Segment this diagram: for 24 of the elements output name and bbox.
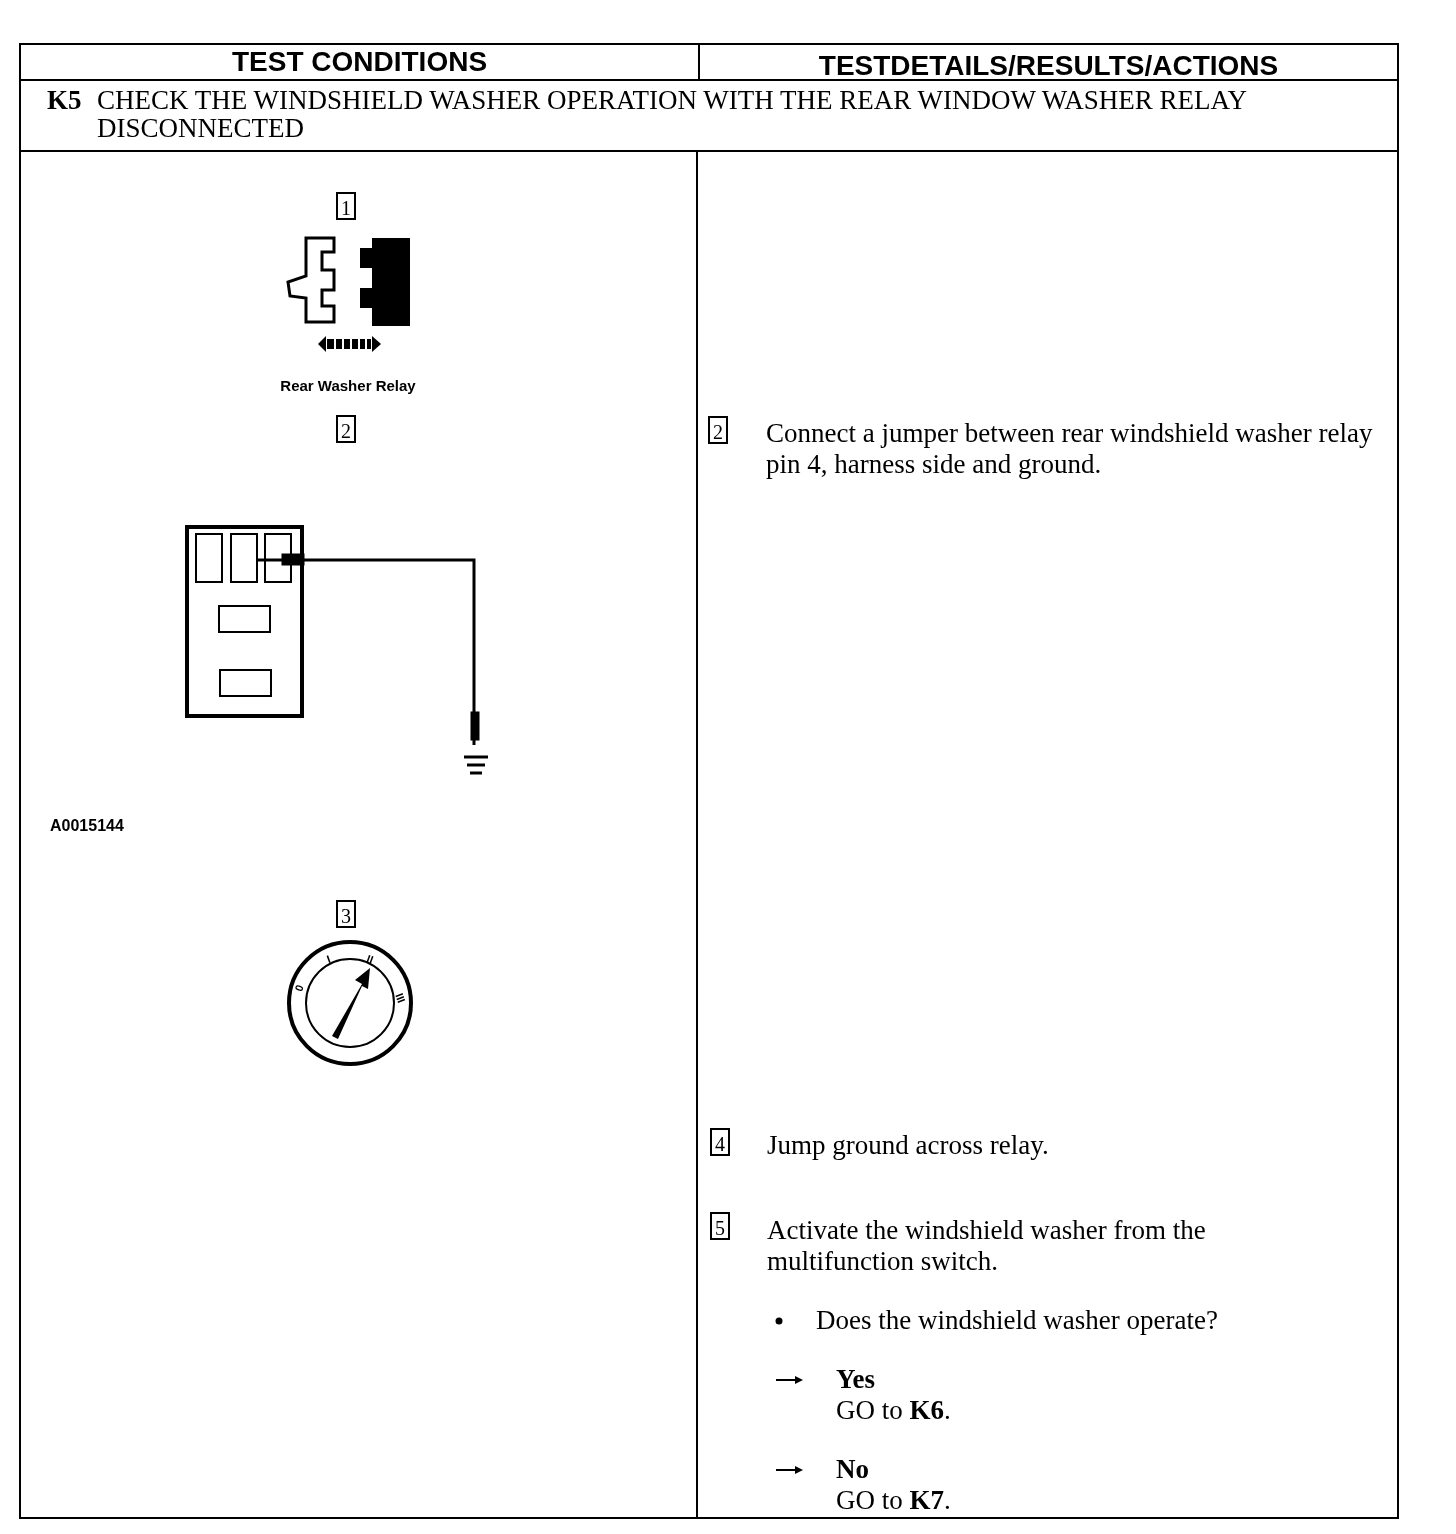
instruction-text: Jump ground across relay. (767, 1130, 1049, 1161)
callout-number: 1 (336, 192, 356, 220)
dial-mark: III (393, 991, 408, 1005)
dial-mark: I (325, 952, 332, 966)
column-header: TESTDETAILS/RESULTS/ACTIONS (817, 50, 1280, 81)
callout-number: 5 (710, 1212, 730, 1240)
figure-code: A0015144 (50, 816, 124, 836)
callout-number: 2 (336, 415, 356, 443)
instruction-text: Connect a jumper between rear windshield washer relay pin 4, harness side and ground. (766, 418, 1374, 480)
callout-number: 4 (710, 1128, 730, 1156)
dial-mark: 0 (292, 983, 306, 993)
answer-option: No (836, 1454, 869, 1485)
dial-mark: II (365, 952, 375, 966)
callout-number: 3 (336, 900, 356, 928)
answer-option: Yes (836, 1364, 875, 1395)
instruction-text: Activate the windshield washer from the multifunction switch. (767, 1215, 1207, 1277)
callout-number: 2 (708, 416, 728, 444)
figure-caption: Rear Washer Relay (279, 376, 417, 396)
step-heading: CHECK THE WINDSHIELD WASHER OPERATION WITH THE REAR WINDOW WASHER RELAY DISCONNECTED (97, 86, 1248, 142)
question-text: Does the windshield washer operate? (816, 1305, 1218, 1336)
action-text: GO to K7. (836, 1485, 951, 1516)
action-text: GO to K6. (836, 1395, 951, 1426)
column-header: TEST CONDITIONS (230, 46, 489, 77)
step-number: K5 (47, 86, 82, 114)
